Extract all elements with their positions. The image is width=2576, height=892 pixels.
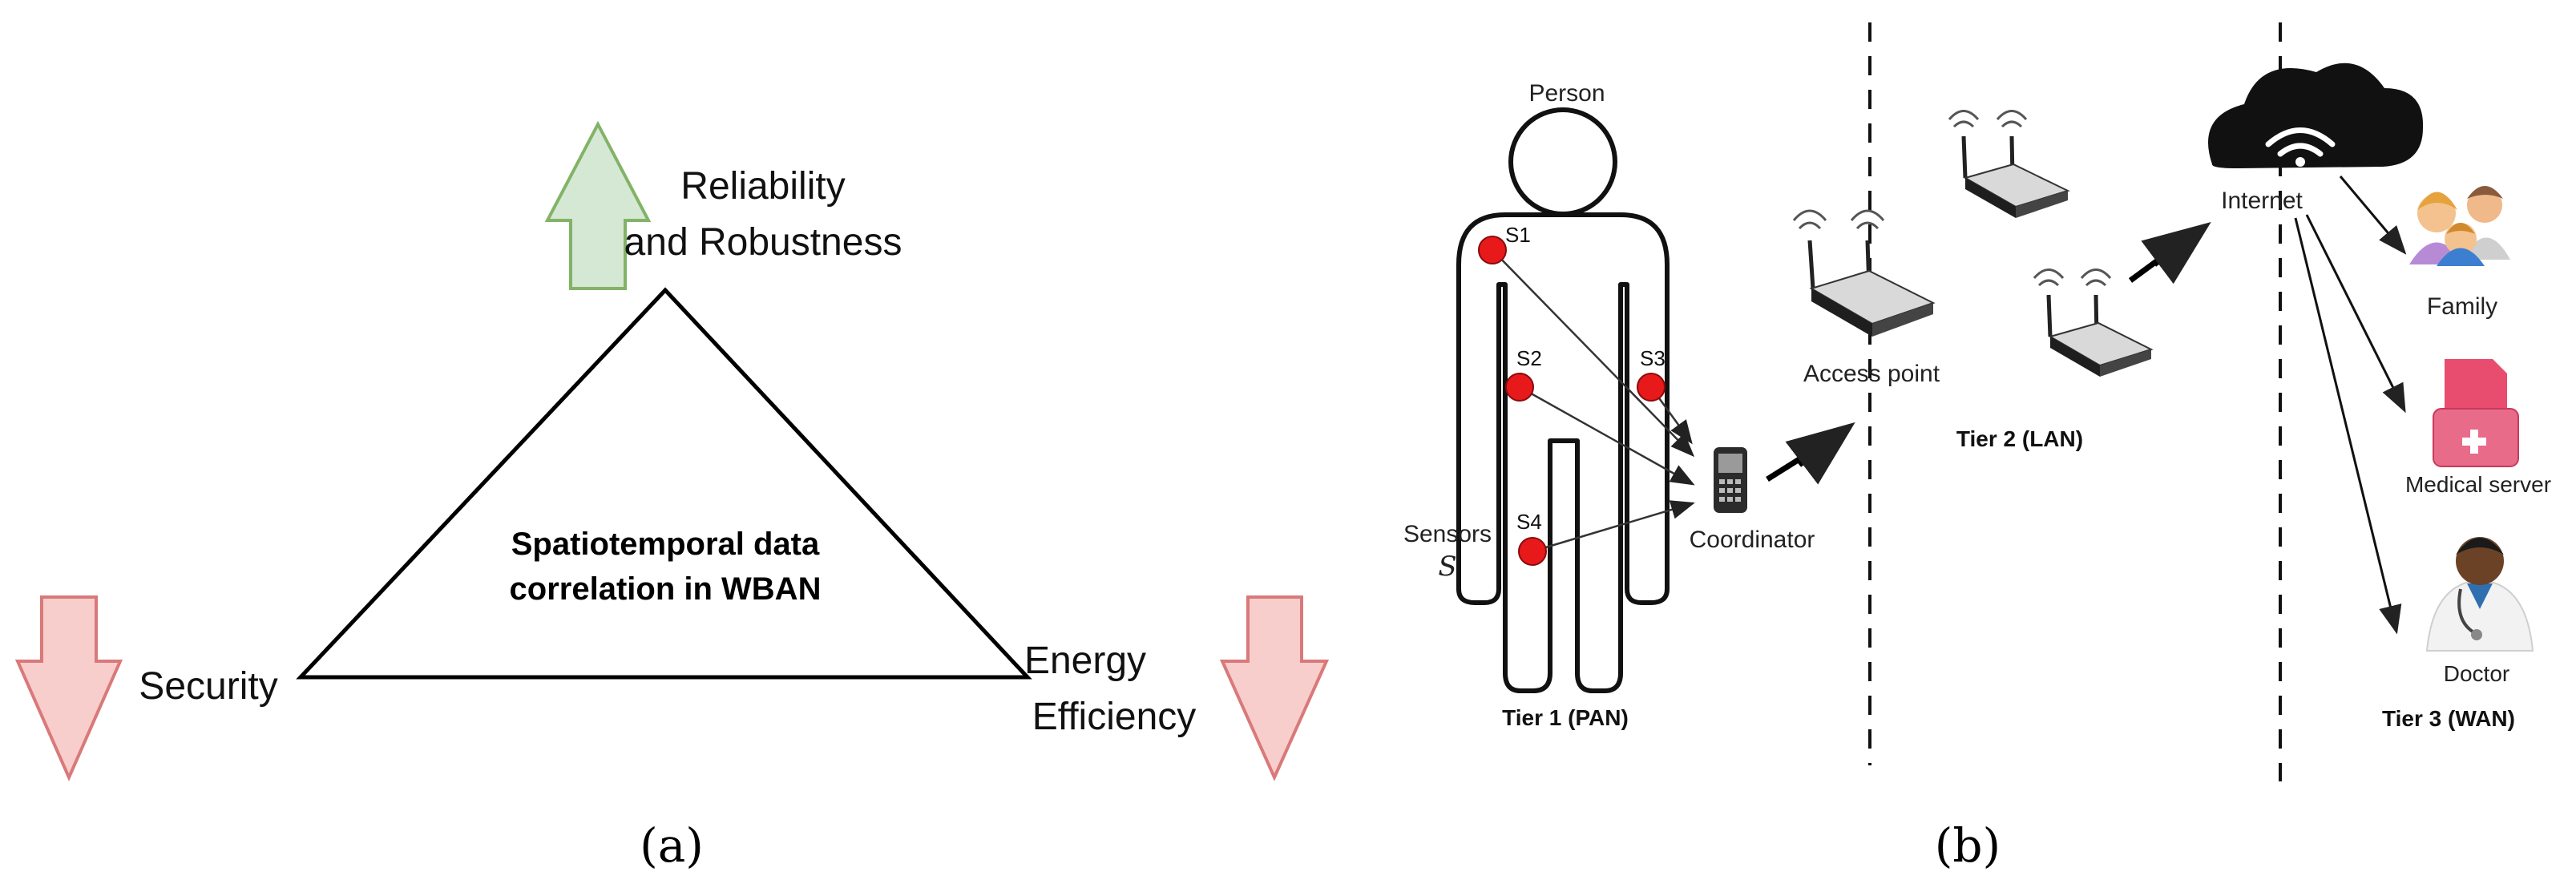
wireless-link-icon [1766,422,1855,485]
coordinator-label: Coordinator [1690,527,1815,553]
medical-server-icon [2433,359,2519,467]
medical-server-label: Medical server [2405,472,2551,497]
internet-link-icon [2128,221,2211,285]
sensor-s1 [1478,236,1507,264]
reliability-label-line2: and Robustness [624,221,902,264]
wan-links [2294,176,2407,635]
sensor-s4 [1518,537,1547,566]
sensor-s3-label: S3 [1640,346,1666,370]
caption-a: (a) [640,818,704,873]
sensor-s1-label: S1 [1505,223,1531,247]
energy-label-line2: Efficiency [1032,696,1197,738]
phone-icon [1714,447,1747,513]
down-arrow-right-icon [1219,595,1330,781]
family-icon [2409,186,2510,266]
tier2-label: Tier 2 (LAN) [1956,426,2083,451]
family-label: Family [2427,293,2497,320]
router-lower-icon [2033,268,2154,377]
sensor-s3 [1637,373,1666,402]
sensors-label: Sensors [1403,521,1492,547]
energy-label-line1: Energy [1024,640,1146,682]
doctor-label: Doctor [2444,661,2509,686]
doctor-icon [2425,537,2534,652]
person-label: Person [1528,80,1605,107]
internet-label: Internet [2221,188,2303,214]
router-upper-icon [1948,110,2070,218]
panel-b: Person S1 S2 S3 S4 Sensors S Tier 1 (PAN… [1403,22,2551,873]
reliability-label-line1: Reliability [680,165,845,208]
sensor-s2 [1505,373,1534,402]
panel-a: Reliability and Robustness Spatiotempora… [14,120,1330,873]
access-point-label: Access point [1803,361,1940,387]
sensors-symbol: S [1438,551,1456,583]
triangle [296,287,1032,680]
center-label-line2: correlation in WBAN [510,571,822,607]
security-label: Security [139,665,277,708]
down-arrow-left-icon [14,595,123,781]
sensor-s2-label: S2 [1516,346,1542,370]
tier1-label: Tier 1 (PAN) [1502,705,1629,730]
sensor-s4-label: S4 [1516,510,1542,534]
cloud-icon [2208,63,2424,168]
person-figure [1456,107,1670,693]
tier3-label: Tier 3 (WAN) [2382,706,2515,731]
up-arrow-icon [544,120,652,290]
caption-b: (b) [1935,818,2001,873]
center-label-line1: Spatiotemporal data [511,527,820,562]
access-point-router-icon [1792,209,1936,337]
